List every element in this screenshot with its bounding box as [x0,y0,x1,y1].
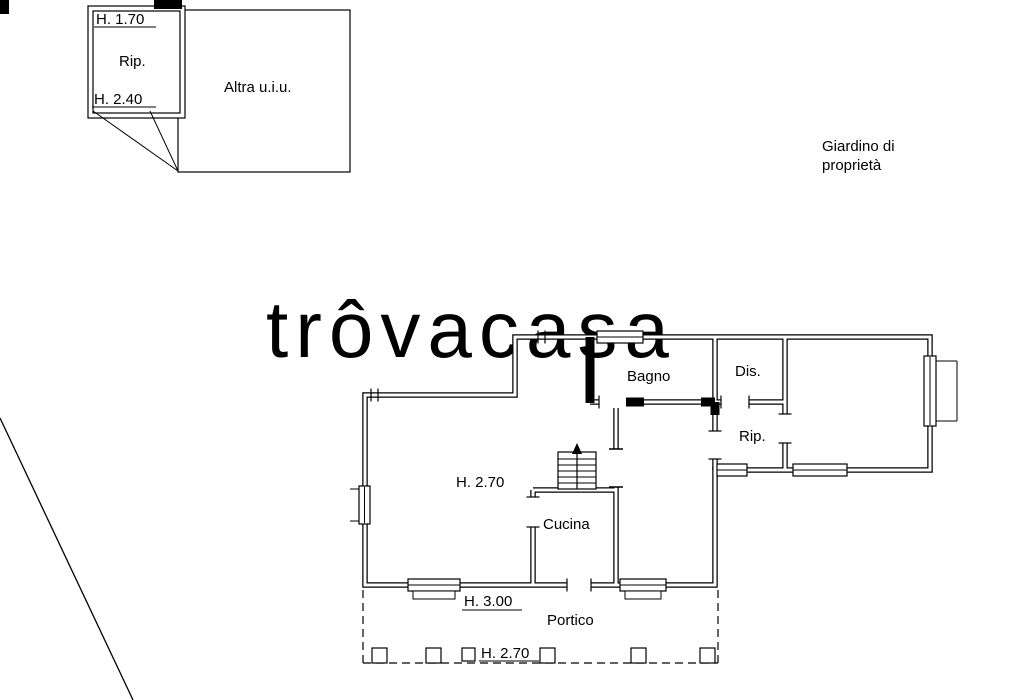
window-right-wall [923,355,958,427]
window-sill [624,590,662,600]
annex-height-bottom-label: H. 2.40 [94,91,142,108]
door-cucina [526,496,540,528]
portico-pillar [539,647,556,664]
portico: H. 3.00 Portico H. 2.70 [362,590,719,664]
staircase [557,443,597,490]
annex-projection-line [149,110,179,172]
door-gap [779,414,791,443]
door-gap [567,579,591,591]
solid-wall-bagno-corner [701,397,715,407]
exterior-walls-inner [363,335,932,587]
property-line [0,417,134,700]
annex-outer-wall [87,5,186,119]
portico-pillar [630,647,647,664]
altra-uiu-label: Altra u.i.u. [224,79,292,96]
solid-wall-segments [585,337,720,415]
solid-wall-bagno-door-jamb [626,397,644,407]
main-floorplan: Bagno Dis. Rip. H. 2.70 Cucina [350,330,958,600]
label-bagno: Bagno [627,368,670,385]
door-entrance [566,578,592,592]
label-cucina: Cucina [543,516,590,533]
windows [350,330,958,600]
label-portico-front-height: H. 3.00 [464,593,512,610]
door-dining-opening [609,448,623,488]
annex-unit: H. 1.70 Rip. H. 2.40 Altra u.i.u. [87,0,351,173]
solid-wall-t-junction [710,402,720,415]
annex-walls [87,5,186,119]
annex-projection-line [92,110,179,172]
portico-pillar [371,647,388,664]
garden-label-line1: Giardino di [822,138,895,155]
portico-pillar [461,647,476,662]
window-right-room-bottom [792,463,848,477]
portico-pillar [425,647,442,664]
garden-label: Giardino di proprietà [822,138,895,174]
door-gap [721,396,749,408]
label-rip: Rip. [739,428,766,445]
property-boundary [0,417,134,700]
door-openings [526,395,792,592]
corner-mark [0,0,9,14]
door-gap [709,431,721,459]
portico-pillar [699,647,716,664]
door-rip [708,430,722,460]
label-main-height: H. 2.70 [456,474,504,491]
wall-ticks [370,330,546,402]
door-gap [527,497,539,527]
portico-pillars [371,647,716,664]
window-bottom-left [407,578,461,600]
door-right-room [778,413,792,444]
solid-wall-bagno-left [585,337,595,403]
door-bagno [598,395,626,409]
window-left-wall [350,485,371,525]
window-rip-bottom [716,463,748,477]
label-dis: Dis. [735,363,761,380]
annex-inner-wall [92,10,181,114]
annex-room-label: Rip. [119,53,146,70]
garden-label-line2: proprietà [822,157,882,174]
annex-chimney-mark [154,0,182,9]
annex-height-top-label: H. 1.70 [96,11,144,28]
window-sill [412,590,456,600]
window-bottom-right [619,578,667,600]
stair-arrow-head [572,443,582,454]
watermark-text: trôvacasa [266,285,676,374]
window-bagno-top [596,330,644,344]
label-portico: Portico [547,612,594,629]
door-gap [599,396,626,408]
label-portico-height: H. 2.70 [481,645,529,662]
door-dis [720,395,750,409]
